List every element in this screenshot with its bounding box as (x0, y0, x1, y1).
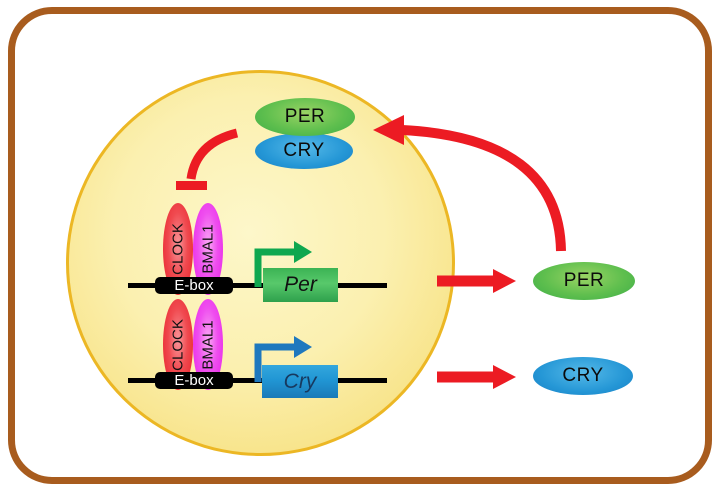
cry-gene-label: Cry (283, 369, 317, 393)
per-gene-box: Per (263, 268, 338, 302)
cry-complex-label: CRY (283, 140, 325, 161)
clock-label-cry: CLOCK (169, 318, 187, 371)
clock-label-per: CLOCK (169, 223, 187, 275)
cry-protein-label: CRY (562, 365, 604, 386)
cry-protein-ellipse: CRY (533, 357, 633, 395)
per-complex-ellipse: PER (255, 98, 355, 136)
per-gene-label: Per (284, 273, 317, 296)
transcription-arrow-per-icon (254, 241, 312, 287)
ebox-cry: E-box (155, 372, 233, 389)
ebox-per: E-box (155, 277, 233, 294)
transcription-arrow-cry-icon (254, 336, 312, 382)
bmal1-label-cry: BMAL1 (199, 319, 217, 370)
inhibition-arrow-icon (176, 128, 239, 190)
cry-complex-ellipse: CRY (255, 133, 353, 169)
cry-gene-box: Cry (262, 365, 338, 398)
feedback-arrow-icon (373, 115, 566, 252)
ebox-cry-label: E-box (174, 372, 214, 389)
ebox-per-label: E-box (174, 277, 214, 294)
per-complex-label: PER (284, 106, 326, 127)
translation-arrow-per-icon (437, 269, 516, 293)
bmal1-label-per: BMAL1 (199, 224, 217, 274)
per-protein-label: PER (563, 270, 605, 291)
diagram-frame (8, 7, 712, 484)
per-protein-ellipse: PER (533, 262, 635, 300)
translation-arrow-cry-icon (437, 365, 516, 389)
